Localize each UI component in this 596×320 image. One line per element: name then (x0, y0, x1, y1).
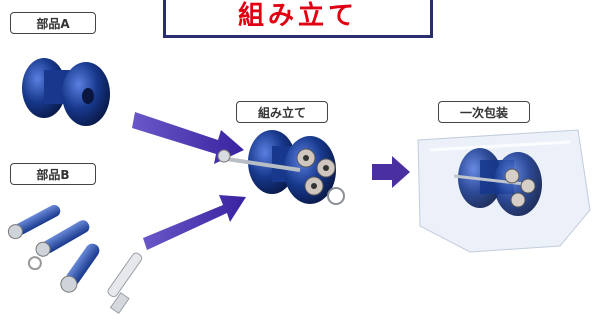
diagram-title: 組み立て (237, 0, 358, 31)
label-packaging: 一次包装 (438, 101, 530, 123)
part-b-pins (7, 204, 143, 314)
assembly-product (217, 130, 345, 205)
arrow-part-a-to-assembly (132, 112, 244, 164)
arrow-part-b-to-assembly (143, 195, 246, 250)
label-part-b: 部品B (10, 163, 96, 185)
label-part-a: 部品A (10, 12, 96, 34)
packaged-product (417, 129, 591, 253)
arrow-assembly-to-packaging (372, 156, 410, 188)
label-assembly: 組み立て (236, 101, 328, 123)
title-box: 組み立て (163, 0, 433, 38)
part-a-spool (22, 58, 110, 126)
